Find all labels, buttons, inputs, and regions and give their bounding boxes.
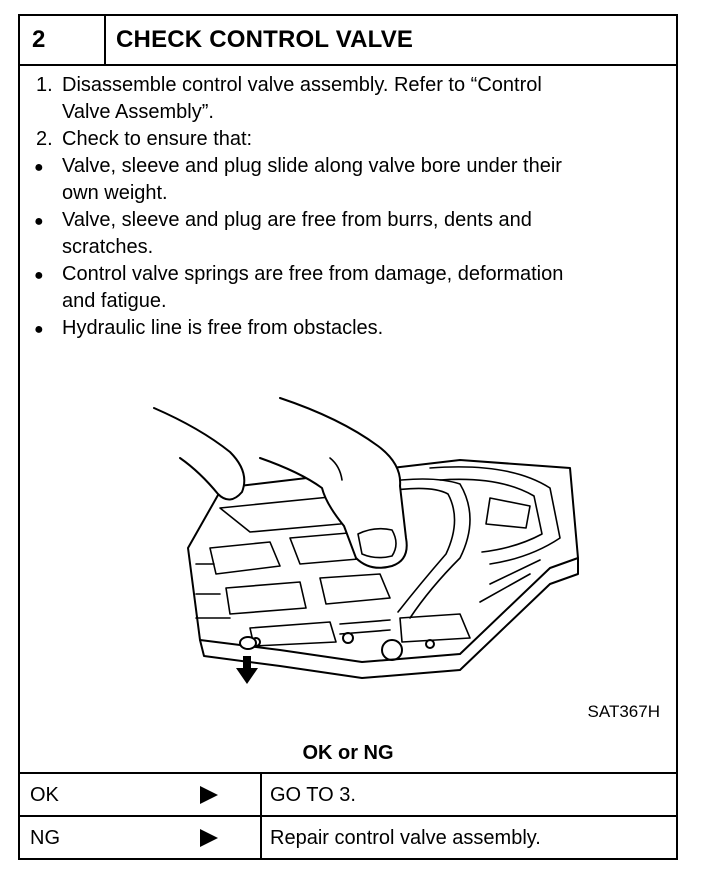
item-marker: 2. <box>36 128 53 150</box>
procedure-card: 2 CHECK CONTROL VALVE 1. Disassemble con… <box>18 14 678 860</box>
item-line: Valve, sleeve and plug slide along valve… <box>62 155 562 177</box>
figure-code: SAT367H <box>587 702 660 721</box>
result-table: OK GO TO 3. NG Repair control valve asse… <box>20 772 676 860</box>
result-status: NG <box>30 827 60 849</box>
instruction-bullet: ● Control valve springs are free from da… <box>34 261 664 315</box>
instruction-bullet: ● Hydraulic line is free from obstacles. <box>34 315 664 342</box>
bullet-icon: ● <box>34 213 44 230</box>
arrow-down-icon <box>236 656 258 684</box>
item-line: scratches. <box>62 236 154 258</box>
result-label: OK or NG <box>302 742 394 764</box>
hand-outline <box>153 397 408 569</box>
bullet-icon: ● <box>34 267 44 284</box>
valve-body-edge <box>199 557 579 679</box>
step-title: CHECK CONTROL VALVE <box>116 26 414 53</box>
arrow-right-icon <box>200 829 218 847</box>
result-action: GO TO 3. <box>270 784 356 806</box>
arrow-right-icon <box>200 786 218 804</box>
instructions: 1. Disassemble control valve assembly. R… <box>34 72 664 342</box>
column-divider <box>260 774 262 815</box>
plug <box>239 636 257 650</box>
item-line: Valve Assembly”. <box>62 101 214 123</box>
item-line: Disassemble control valve assembly. Refe… <box>62 74 542 96</box>
instruction-item: 2. Check to ensure that: <box>34 126 664 153</box>
result-row: OK GO TO 3. <box>20 774 676 817</box>
instruction-bullet: ● Valve, sleeve and plug slide along val… <box>34 153 664 207</box>
result-action: Repair control valve assembly. <box>270 827 541 849</box>
step-number: 2 <box>20 16 106 64</box>
item-line: Hydraulic line is free from obstacles. <box>62 317 384 339</box>
instruction-bullet: ● Valve, sleeve and plug are free from b… <box>34 207 664 261</box>
result-status: OK <box>30 784 59 806</box>
item-line: own weight. <box>62 182 168 204</box>
item-line: Control valve springs are free from dama… <box>62 263 564 285</box>
item-line: Valve, sleeve and plug are free from bur… <box>62 209 532 231</box>
item-line: and fatigue. <box>62 290 167 312</box>
bullet-icon: ● <box>34 159 44 176</box>
column-divider <box>260 817 262 860</box>
control-valve-illustration <box>153 397 579 684</box>
item-marker: 1. <box>36 74 53 96</box>
result-row: NG Repair control valve assembly. <box>20 817 676 860</box>
bullet-icon: ● <box>34 321 44 338</box>
item-line: Check to ensure that: <box>62 128 253 150</box>
step-header: 2 CHECK CONTROL VALVE <box>20 16 676 66</box>
instruction-item: 1. Disassemble control valve assembly. R… <box>34 72 664 126</box>
